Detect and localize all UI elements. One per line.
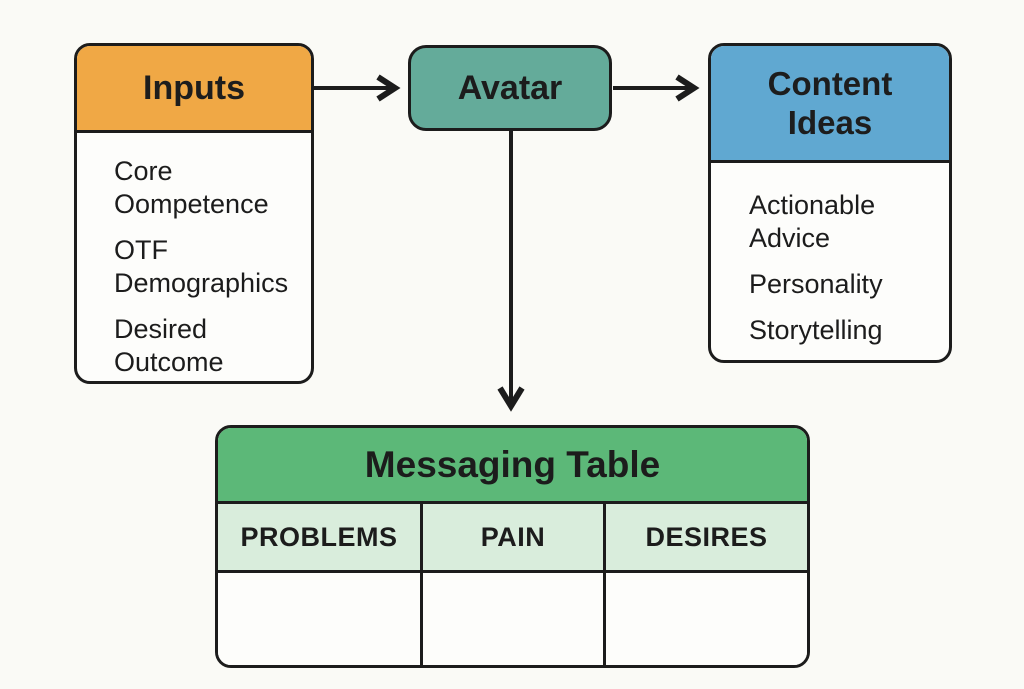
node-content-ideas-body: Actionable Advice Personality Storytelli… <box>711 163 949 347</box>
table-column-header-row: PROBLEMS PAIN DESIRES <box>218 504 807 573</box>
column-header-problems: PROBLEMS <box>218 504 423 570</box>
node-inputs-header: Inputs <box>77 46 311 133</box>
arrow-avatar-to-content-ideas <box>613 74 700 102</box>
arrow-inputs-to-avatar <box>314 74 401 102</box>
node-avatar-title: Avatar <box>457 68 563 107</box>
table-cell-desires <box>606 573 807 665</box>
inputs-item: Desired Outcome <box>114 314 224 377</box>
content-ideas-item: Storytelling <box>749 315 883 345</box>
node-inputs-title: Inputs <box>143 68 245 107</box>
node-content-ideas: Content Ideas Actionable Advice Personal… <box>708 43 952 363</box>
messaging-table-title: Messaging Table <box>364 443 661 485</box>
column-header-pain: PAIN <box>423 504 606 570</box>
node-content-ideas-header: Content Ideas <box>711 46 949 163</box>
table-cell-pain <box>423 573 606 665</box>
messaging-table-header: Messaging Table <box>218 428 807 504</box>
node-content-ideas-title: Content Ideas <box>767 65 893 141</box>
column-header-desires: DESIRES <box>606 504 807 570</box>
table-body-row <box>218 573 807 665</box>
inputs-item: Core Oompetence <box>114 156 269 219</box>
arrow-avatar-to-messaging-table <box>497 130 525 412</box>
content-ideas-item: Personality <box>749 269 883 299</box>
node-avatar: Avatar <box>408 45 612 131</box>
node-inputs: Inputs Core Oompetence OTF Demographics … <box>74 43 314 384</box>
content-ideas-item: Actionable Advice <box>749 190 876 253</box>
inputs-item: OTF Demographics <box>114 235 289 298</box>
node-inputs-body: Core Oompetence OTF Demographics Desired… <box>77 133 311 379</box>
table-cell-problems <box>218 573 423 665</box>
messaging-table: Messaging Table PROBLEMS PAIN DESIRES <box>215 425 810 668</box>
